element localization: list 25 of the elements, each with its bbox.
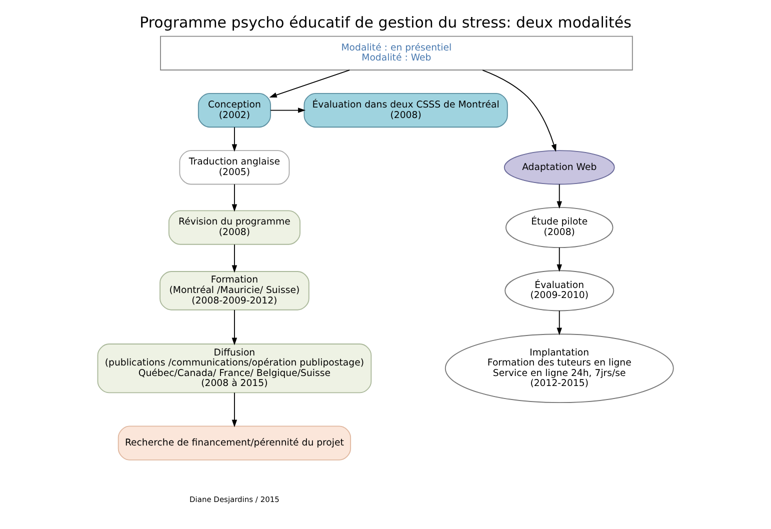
node-box: Évaluation dans deux CSSS de Montréal (2008) — [304, 92, 508, 128]
node-box: Recherche de financement/pérennité du projet — [118, 426, 352, 460]
arrow — [232, 392, 238, 428]
arrow — [232, 184, 238, 212]
diagram-title: Programme psycho éducatif de gestion du stress: deux modalités — [140, 14, 632, 32]
arrow — [556, 184, 562, 209]
node-box: Formation (Montréal /Mauricie/ Suisse) (2008-2009-2012) — [160, 271, 310, 310]
node-box: Révision du programme (2008) — [168, 210, 300, 245]
node-ellipse: Évaluation (2009-2010) — [504, 270, 614, 312]
node-ellipse: Adaptation Web — [504, 150, 615, 185]
arrow — [556, 310, 562, 336]
node-ellipse: Étude pilote (2008) — [505, 207, 614, 248]
arrow — [270, 108, 306, 113]
label: Diane Desjardins / 2015 — [190, 494, 280, 504]
node-ellipse: Implantation Formation des tuteurs en ligne Service en ligne 24h, 7jrs/se (2012-2015) — [444, 334, 674, 404]
node-box: Modalité : en présentiel Modalité : Web — [160, 36, 633, 70]
arrow — [232, 126, 238, 152]
arrow — [269, 70, 350, 98]
node-box: Conception (2002) — [198, 92, 271, 128]
arrow — [232, 244, 238, 273]
node-box: Diffusion (publications /communications/opération publipostage) Québec/Canada/ France/ Belgique/Suisse (2008 à 2015) — [97, 344, 372, 394]
node-box: Traduction anglaise (2005) — [179, 150, 290, 185]
arrow — [556, 247, 562, 272]
arrow — [482, 70, 556, 152]
arrow — [232, 309, 238, 346]
